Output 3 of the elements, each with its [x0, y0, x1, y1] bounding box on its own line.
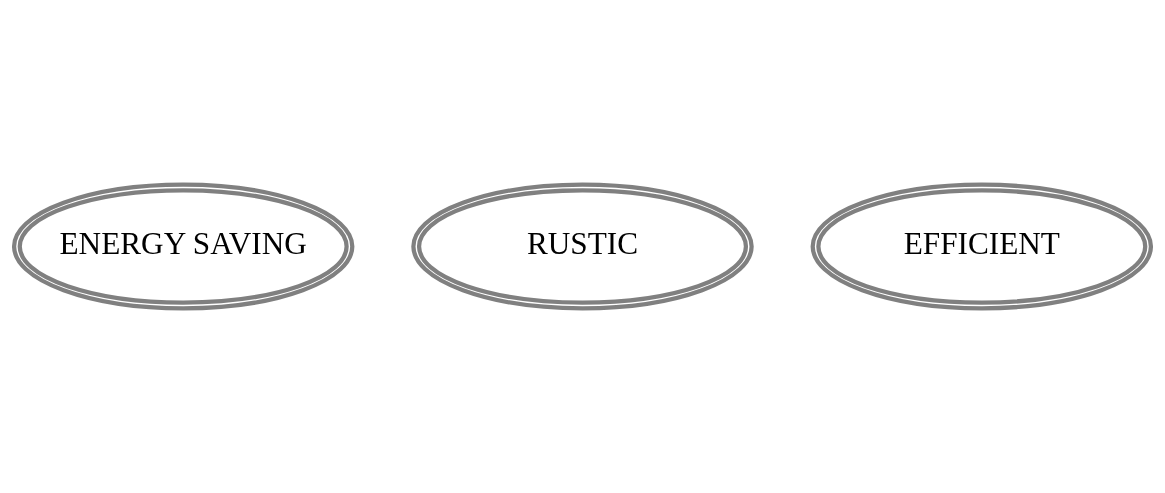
node-ellipse: EFFICIENT [810, 182, 1154, 311]
node-ellipse: ENERGY SAVING [11, 182, 355, 311]
node-ellipse: RUSTIC [411, 182, 754, 311]
